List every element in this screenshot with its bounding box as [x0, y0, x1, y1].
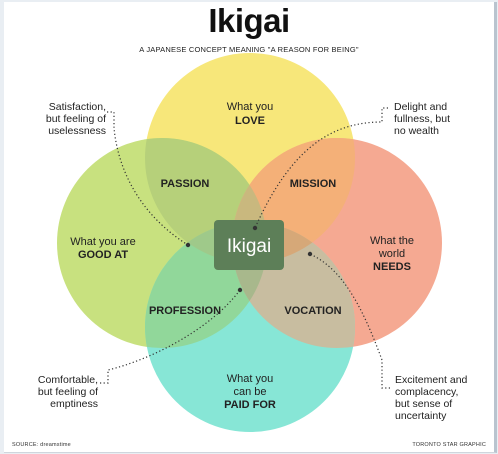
- note-line: but feeling of: [37, 386, 98, 398]
- connector-lines: [100, 107, 390, 389]
- note-line: emptiness: [50, 398, 98, 410]
- good-at-label-line1: What you are: [70, 236, 135, 248]
- note-line: complacency,: [395, 386, 459, 398]
- note-line: Satisfaction,: [48, 101, 106, 113]
- connector-dot-top-left: [185, 242, 191, 248]
- note-line: fullness, but: [394, 113, 451, 125]
- connector-dot-bottom-left: [237, 287, 243, 293]
- love-label-line2: LOVE: [235, 115, 265, 127]
- profession-label: PROFESSION: [149, 305, 221, 317]
- note-top-right: Delight and fullness, but no wealth: [394, 101, 488, 137]
- note-top-left: Satisfaction, but feeling of uselessness: [14, 101, 106, 137]
- connector-bottom-right: [309, 253, 390, 389]
- note-line: but sense of: [395, 398, 453, 410]
- connector-dot-bottom-right: [307, 251, 313, 257]
- note-line: uselessness: [48, 125, 106, 137]
- note-line: Excitement and: [395, 374, 468, 386]
- vocation-label: VOCATION: [284, 305, 341, 317]
- needs-label-line2: world: [378, 248, 405, 260]
- publisher-credit: TORONTO STAR GRAPHIC: [412, 442, 486, 448]
- paid-for-label-line1: What you: [227, 373, 273, 385]
- ikigai-center: [214, 220, 284, 270]
- mission-label: MISSION: [290, 178, 337, 190]
- paid-for-label-line2: can be: [233, 386, 266, 398]
- needs-label-line1: What the: [370, 235, 414, 247]
- ikigai-label: Ikigai: [227, 236, 271, 257]
- paid-for-label-line3: PAID FOR: [224, 399, 276, 411]
- love-label-line1: What you: [227, 101, 273, 113]
- page-subtitle: A JAPANESE CONCEPT MEANING "A REASON FOR…: [139, 45, 359, 54]
- note-bottom-left: Comfortable, but feeling of emptiness: [10, 374, 98, 410]
- note-line: Delight and: [394, 101, 448, 113]
- note-line: Comfortable,: [37, 374, 98, 386]
- connector-top-right: [254, 107, 388, 229]
- connector-dot-top-right: [252, 225, 258, 231]
- good-at-label-line2: GOOD AT: [78, 249, 128, 261]
- needs-label-line3: NEEDS: [373, 261, 411, 273]
- page-title: Ikigai: [208, 2, 290, 39]
- note-line: uncertainty: [395, 410, 447, 422]
- note-bottom-right: Excitement and complacency, but sense of…: [395, 374, 491, 422]
- note-line: no wealth: [394, 125, 439, 137]
- source-credit: SOURCE: dreamstime: [12, 442, 71, 448]
- note-line: but feeling of: [45, 113, 106, 125]
- passion-label: PASSION: [161, 178, 210, 190]
